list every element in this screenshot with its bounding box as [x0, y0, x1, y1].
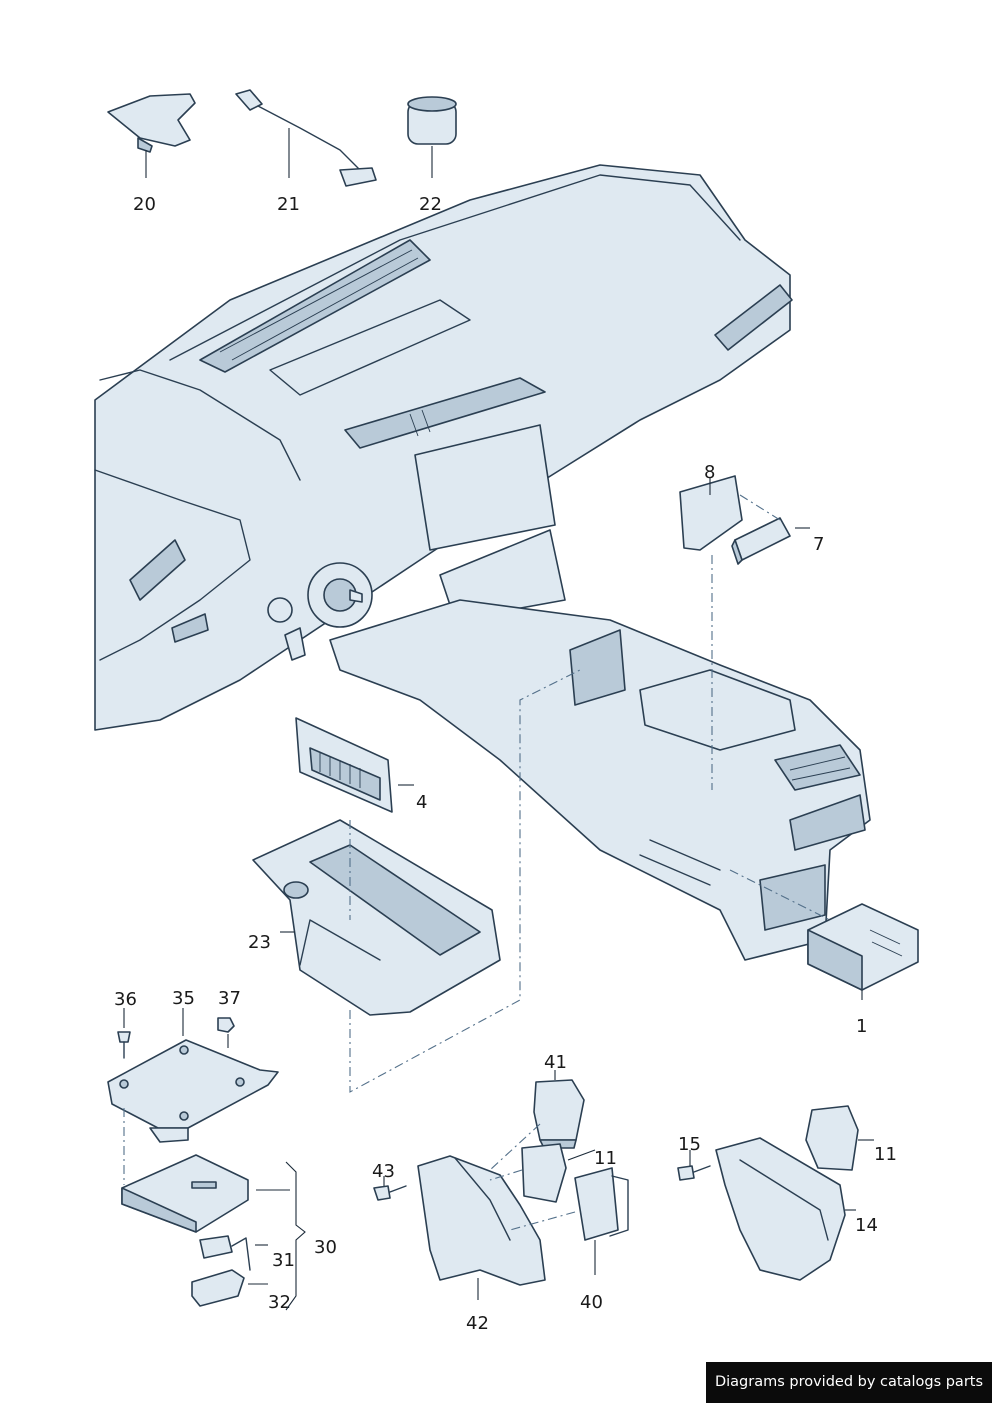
callout-11a: 11	[594, 1148, 617, 1169]
callout-40: 40	[580, 1292, 603, 1313]
callout-36: 36	[114, 989, 137, 1010]
part-30-module	[121, 1154, 290, 1233]
part-23-tray: 23	[248, 819, 501, 1016]
callout-23: 23	[248, 932, 271, 953]
part-37-nut: 37	[217, 988, 241, 1048]
part-36-screw: 36	[114, 989, 137, 1059]
callout-43: 43	[372, 1161, 395, 1182]
callout-35: 35	[172, 988, 195, 1009]
part-1-control-unit: 1	[807, 903, 919, 1037]
part-15-screw: 15	[677, 1134, 711, 1181]
part-40-adapter: 40	[574, 1167, 629, 1313]
callout-31: 31	[272, 1250, 295, 1271]
part-35-bracket: 35	[107, 988, 279, 1143]
assembly-line-7	[739, 494, 781, 521]
part-41-module: 41	[533, 1052, 585, 1149]
callout-14: 14	[855, 1215, 878, 1236]
callout-42: 42	[466, 1313, 489, 1334]
part-42-bracket: 42	[417, 1155, 546, 1334]
callout-37: 37	[218, 988, 241, 1009]
callout-30: 30	[314, 1237, 337, 1258]
bracket-30: 30	[285, 1161, 337, 1311]
callout-41: 41	[544, 1052, 567, 1073]
part-21-cable: 21	[235, 89, 377, 215]
callout-7: 7	[813, 534, 824, 555]
part-32-cover: 32	[191, 1269, 291, 1313]
part-8-bracket: 8	[679, 462, 743, 551]
assembly-line-23	[349, 669, 581, 1093]
callout-22: 22	[419, 194, 442, 215]
part-14-carrier: 14	[715, 1137, 878, 1281]
callout-32: 32	[268, 1292, 291, 1313]
credit-banner: Diagrams provided by catalogs parts	[706, 1362, 992, 1403]
callout-20: 20	[133, 194, 156, 215]
assembly-line-41	[489, 1123, 576, 1231]
part-22-knob: 22	[407, 96, 457, 215]
dashboard-assembly	[94, 164, 871, 961]
callout-21: 21	[277, 194, 300, 215]
callout-4: 4	[416, 792, 427, 813]
part-43-screw: 43	[372, 1161, 407, 1201]
callout-1: 1	[856, 1016, 867, 1037]
callout-8: 8	[704, 462, 715, 483]
callout-11b: 11	[874, 1144, 897, 1165]
part-7-module: 7	[731, 517, 824, 565]
part-4-charger: 4	[295, 717, 427, 813]
part-20-antenna: 20	[107, 93, 196, 215]
callout-15: 15	[678, 1134, 701, 1155]
part-11-module-b: 11	[805, 1105, 897, 1171]
part-11-module-a: 11	[521, 1143, 617, 1203]
part-31-clip: 31	[199, 1235, 295, 1271]
